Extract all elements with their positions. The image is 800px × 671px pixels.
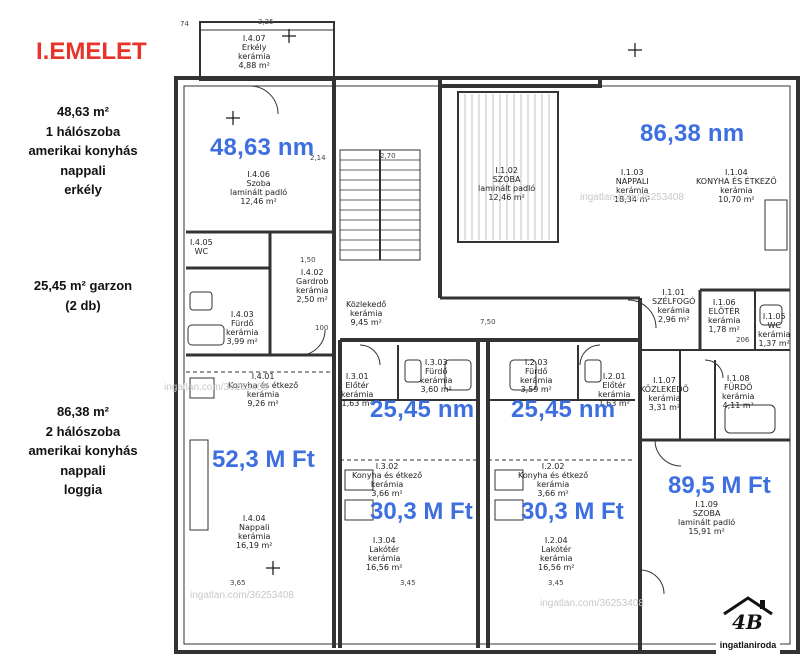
room-label-wc-405: I.4.05 WC [190, 238, 213, 256]
area-label-garzon-b: 25,45 nm [511, 396, 616, 423]
area-label-garzon-a: 25,45 nm [370, 396, 475, 423]
watermark: ingatlan.com/36253408 [580, 192, 684, 203]
svg-text:3,45: 3,45 [548, 579, 564, 587]
spec-line: (2 db) [65, 297, 101, 313]
room-label-nappali-103: I.1.03 NAPPALI kerámia 18,34 m² [614, 168, 651, 204]
spec-small-apartment: 48,63 m² 1 hálószoba amerikai konyhás na… [8, 102, 158, 200]
spec-line: nappali [60, 162, 106, 178]
svg-text:3,45: 3,45 [400, 579, 416, 587]
room-label-eloter-201: I.2.01 Előtér kerámia 1,63 m² [598, 372, 631, 408]
room-label-wc-105: I.1.05 WC kerámia 1,37 m² [758, 312, 791, 348]
room-label-konyha-202: I.2.02 Konyha és étkező kerámia 3,66 m² [518, 462, 589, 498]
room-label-konyha-302: I.3.02 Konyha és étkező kerámia 3,66 m² [352, 462, 423, 498]
svg-text:3,65: 3,65 [230, 579, 246, 587]
area-label-left: 48,63 nm [210, 134, 315, 161]
room-label-kozlekedo-107: I.1.07 KÖZLEKEDŐ kerámia 3,31 m² [640, 376, 689, 412]
room-label-szoba-406: I.4.06 Szoba laminált padló 12,46 m² [230, 170, 288, 206]
svg-text:206: 206 [736, 336, 750, 344]
room-label-erkely: I.4.07 Erkély kerámia 4,88 m² [238, 34, 271, 70]
room-label-szoba-109: I.1.09 SZOBA laminált padló 15,91 m² [678, 500, 736, 536]
svg-text:100: 100 [315, 324, 328, 332]
room-label-eloter-301: I.3.01 Előtér kerámia 1,63 m² [341, 372, 374, 408]
watermark: ingatlan.com/36253408 [190, 590, 294, 601]
logo-mark: 4B [732, 610, 763, 634]
svg-text:7,50: 7,50 [480, 318, 496, 326]
room-label-nappali-404: I.4.04 Nappali kerámia 16,19 m² [236, 514, 273, 550]
room-label-lakoter-304: I.3.04 Lakótér kerámia 16,56 m² [366, 536, 403, 572]
svg-text:3,25: 3,25 [258, 18, 274, 26]
floor-title: I.EMELET [36, 38, 147, 65]
house-icon [723, 596, 773, 616]
room-label-gardrob: I.4.02 Gardrob kerámia 2,50 m² [296, 268, 329, 304]
room-label-szoba-102: I.1.02 SZOBA laminált padló 12,46 m² [478, 166, 536, 202]
room-label-lakoter-204: I.2.04 Lakótér kerámia 16,56 m² [538, 536, 575, 572]
price-label-garzon-b: 30,3 M Ft [521, 498, 624, 525]
svg-text:1,50: 1,50 [300, 256, 316, 264]
room-label-furdo-203: I.2.03 Fürdő kerámia 3,59 m² [520, 358, 553, 394]
room-label-furdo-303: I.3.03 Fürdő kerámia 3,60 m² [420, 358, 453, 394]
room-label-konyha-104: I.1.04 KONYHA ÉS ÉTKEZŐ kerámia 10,70 m² [696, 168, 777, 204]
price-label-garzon-a: 30,3 M Ft [370, 498, 473, 525]
svg-text:2,70: 2,70 [380, 152, 396, 160]
spec-line: amerikai konyhás [28, 143, 138, 158]
room-label-kozlekedo: Közlekedő kerámia 9,45 m² [346, 300, 387, 327]
spec-line: 86,38 m² [56, 404, 110, 419]
spec-line: erkély [64, 182, 102, 197]
spec-line: loggia [63, 482, 103, 497]
room-label-furdo-108: I.1.08 FÜRDŐ kerámia 4,11 m² [722, 374, 755, 410]
spec-line: nappali [60, 462, 106, 478]
room-label-konyha-401: I.4.01 Konyha és étkező kerámia 9,26 m² [228, 372, 299, 408]
svg-text:2,14: 2,14 [310, 154, 326, 162]
spec-line: 25,45 m² garzon [33, 278, 133, 293]
room-label-eloter-106: I.1.06 ELŐTÉR kerámia 1,78 m² [708, 298, 741, 334]
watermark: ingatlan.com/36253408 [540, 598, 644, 609]
spec-line: 48,63 m² [56, 104, 110, 119]
spec-line: 2 hálószoba [45, 423, 121, 439]
watermark: ingatlan.com/36253408 [164, 382, 268, 393]
spec-line: amerikai konyhás [28, 443, 138, 458]
spec-big-apartment: 86,38 m² 2 hálószoba amerikai konyhás na… [8, 402, 158, 500]
price-label-right: 89,5 M Ft [668, 472, 771, 499]
area-label-right: 86,38 nm [640, 120, 745, 147]
spec-line: 1 hálószoba [45, 123, 121, 139]
spec-garzon: 25,45 m² garzon (2 db) [8, 276, 158, 315]
svg-text:74: 74 [180, 20, 189, 28]
price-label-left: 52,3 M Ft [212, 446, 315, 473]
agency-logo: 4B ingatlaniroda [716, 592, 780, 654]
room-label-furdo-403: I.4.03 Fürdő kerámia 3,99 m² [226, 310, 259, 346]
room-label-szelfogo: I.1.01 SZÉLFOGÓ kerámia 2,96 m² [652, 288, 696, 324]
logo-name: ingatlaniroda [719, 640, 777, 650]
